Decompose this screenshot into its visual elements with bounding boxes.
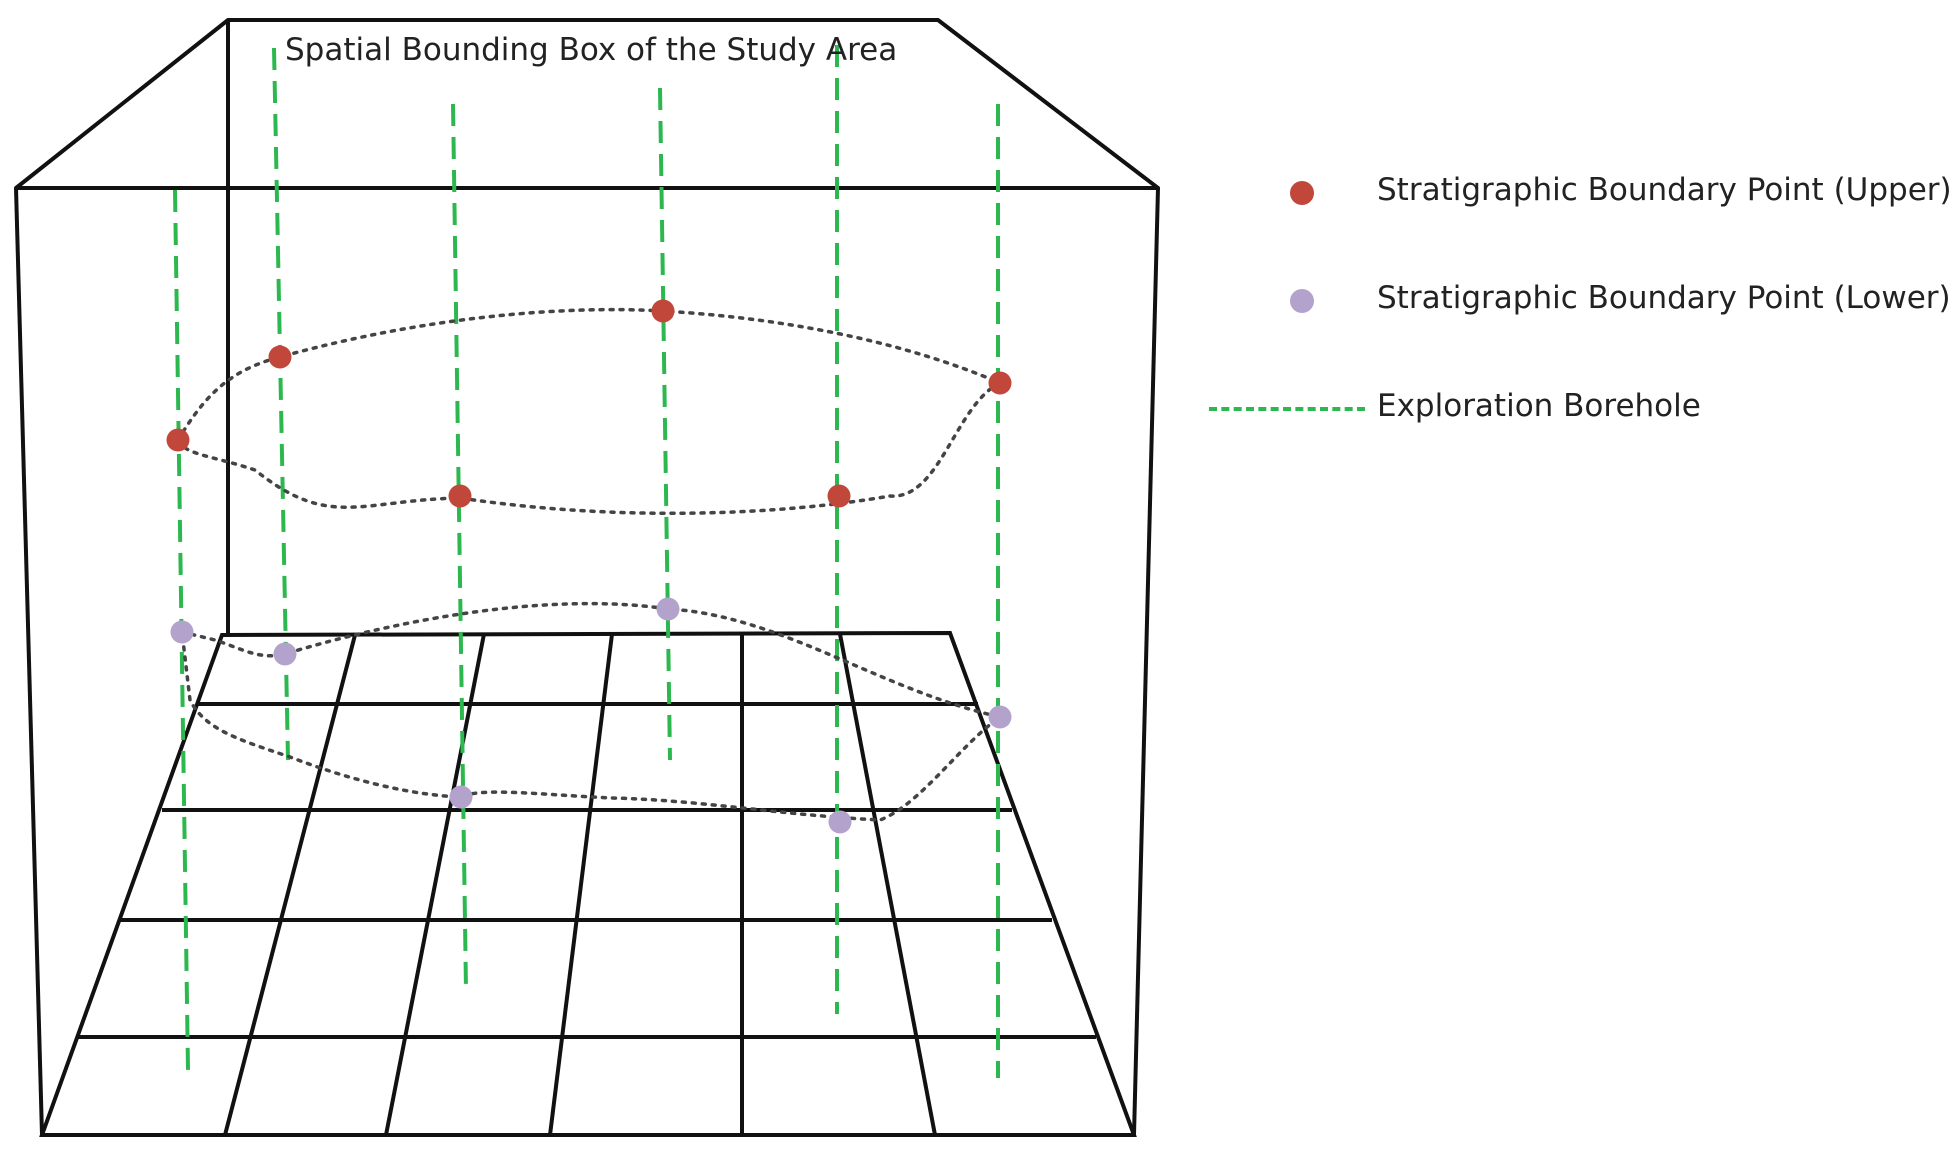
upper-boundary-points bbox=[166, 299, 1012, 508]
upper-boundary-point bbox=[448, 484, 472, 508]
grid-col-line bbox=[548, 633, 614, 1136]
grid-col-line bbox=[838, 633, 937, 1136]
lower-boundary-point bbox=[170, 620, 194, 644]
upper-boundary-point bbox=[166, 428, 190, 452]
exploration-boreholes bbox=[173, 45, 1000, 1078]
borehole bbox=[451, 103, 468, 991]
legend-item-lower-point: Stratigraphic Boundary Point (Lower) bbox=[1205, 276, 1955, 326]
borehole bbox=[272, 47, 290, 761]
upper-boundary-point bbox=[651, 299, 675, 323]
lower-boundary-point bbox=[273, 642, 297, 666]
box-front-left-edge bbox=[14, 187, 44, 1136]
dashed-line-icon bbox=[1209, 407, 1365, 411]
borehole bbox=[658, 87, 672, 761]
upper-boundary-point bbox=[988, 371, 1012, 395]
red-dot-icon bbox=[1290, 181, 1314, 205]
lower-boundary-points bbox=[170, 597, 1012, 834]
lower-boundary-point bbox=[988, 705, 1012, 729]
legend-label: Exploration Borehole bbox=[1377, 388, 1701, 424]
legend-label: Stratigraphic Boundary Point (Upper) bbox=[1377, 172, 1952, 208]
upper-boundary-curve bbox=[176, 307, 1005, 516]
upper-boundary-point bbox=[268, 345, 292, 369]
grid-col-line bbox=[223, 634, 357, 1136]
base-grid bbox=[39, 630, 1137, 1137]
lower-boundary-point bbox=[449, 785, 473, 809]
legend-item-borehole: Exploration Borehole bbox=[1205, 384, 1955, 434]
box-front-right-edge bbox=[1132, 187, 1160, 1136]
legend-item-upper-point: Stratigraphic Boundary Point (Upper) bbox=[1205, 168, 1955, 218]
bounding-box-frame bbox=[14, 18, 1160, 1136]
upper-boundary-point bbox=[827, 484, 851, 508]
lower-boundary-point bbox=[656, 597, 680, 621]
bounding-box-title: Spatial Bounding Box of the Study Area bbox=[285, 32, 898, 68]
lower-boundary-point bbox=[828, 810, 852, 834]
purple-dot-icon bbox=[1290, 289, 1314, 313]
grid-outline bbox=[39, 630, 1137, 1137]
lower-boundary-curve bbox=[179, 601, 1005, 822]
grid-col-line bbox=[384, 633, 486, 1136]
legend-label: Stratigraphic Boundary Point (Lower) bbox=[1377, 280, 1951, 316]
